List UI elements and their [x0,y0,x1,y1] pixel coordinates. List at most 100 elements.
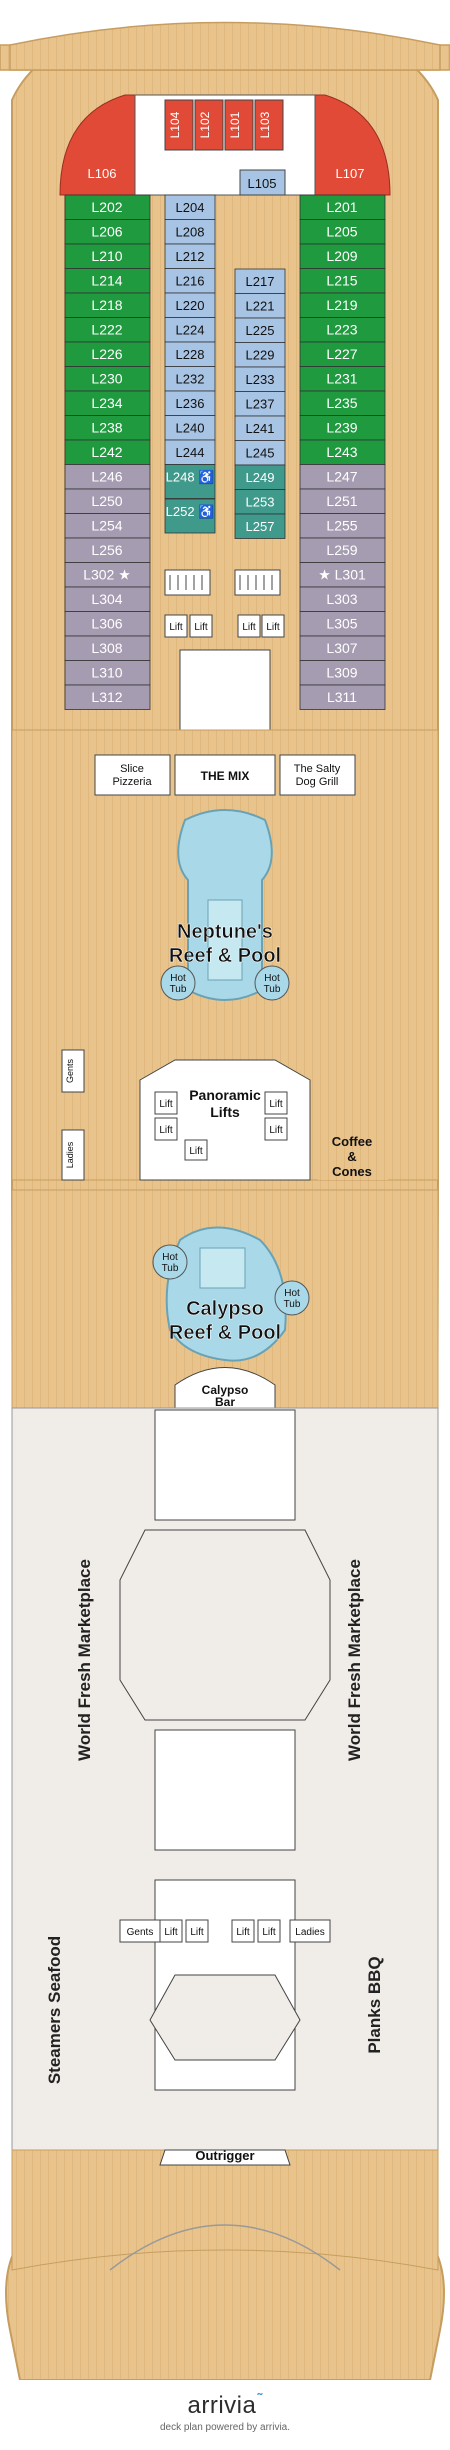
calypso-pool[interactable] [165,1226,287,1362]
lift-car[interactable] [185,1919,209,1943]
cabin-label: L232 [176,372,205,387]
cabin-inner_right-10[interactable] [234,513,286,539]
cabin-outer_right-0[interactable] [299,194,386,220]
cabin-outer_right-7[interactable] [299,366,386,392]
cabin-outer_left-11[interactable] [64,464,151,490]
cabin-outer_right-20[interactable] [299,684,386,710]
cabin-outer_left-4[interactable] [64,292,151,318]
lift-car[interactable] [189,614,213,638]
cabin-inner_right-3[interactable] [234,342,286,368]
cabin-inner_left-0[interactable] [164,194,216,220]
lift-car[interactable] [154,1091,178,1115]
hot-tub-label: Hot [264,973,280,984]
cabin-outer_left-14[interactable] [64,537,151,563]
cabin-outer_right-19[interactable] [299,660,386,686]
cabin-outer_left-18[interactable] [64,635,151,661]
cabin-inner_left-11[interactable] [164,464,216,499]
cabin-label: L224 [176,323,205,338]
lift-label: Lift [159,1099,173,1110]
lift-car[interactable] [154,1117,178,1141]
cabin-inner_right-9[interactable] [234,489,286,515]
cabin-outer_left-0[interactable] [64,194,151,220]
cabin-inner_left-7[interactable] [164,366,216,392]
cabin-outer_right-14[interactable] [299,537,386,563]
bow-top [9,21,441,71]
cabin-outer_left-1[interactable] [64,219,151,245]
cabin-outer_right-3[interactable] [299,268,386,294]
cabin-label: L252 ♿ [166,504,215,519]
lift-car[interactable] [164,614,188,638]
cabin-inner_left-5[interactable] [164,317,216,343]
cabin-inner_right-2[interactable] [234,317,286,343]
lift-car[interactable] [237,614,261,638]
cabin-outer_left-20[interactable] [64,684,151,710]
cabin-label: L302 ★ [83,567,131,583]
cabin-L105[interactable] [239,169,286,196]
cabin-outer_right-18[interactable] [299,635,386,661]
cabin-label-L102: L102 [198,111,212,138]
cabin-outer_left-12[interactable] [64,488,151,514]
hot-tub-right-2[interactable] [274,1280,310,1316]
steamers-seafood-label: Steamers Seafood [45,1936,64,2084]
cabin-outer_right-5[interactable] [299,317,386,343]
panoramic-lifts-label-2: Lifts [210,1104,240,1120]
brand-name: arrivia [187,2392,257,2419]
cabin-outer_right-1[interactable] [299,219,386,245]
lift-car[interactable] [264,1091,288,1115]
cabin-outer_left-6[interactable] [64,341,151,367]
cabin-outer_right-17[interactable] [299,611,386,637]
hot-tub-left-1[interactable] [160,965,196,1001]
slice-pizzeria-room [94,754,171,796]
cabin-L102[interactable] [194,99,224,151]
cabin-inner_left-10[interactable] [164,439,216,465]
cabin-outer_left-19[interactable] [64,660,151,686]
cabin-L101[interactable] [224,99,254,151]
cabin-outer_left-17[interactable] [64,611,151,637]
hot-tub-right-1[interactable] [254,965,290,1001]
cabin-outer_left-3[interactable] [64,268,151,294]
stern-arc [109,2224,341,2271]
cabin-inner_left-12[interactable] [164,498,216,534]
cabin-inner_right-5[interactable] [234,391,286,417]
cabin-inner_left-3[interactable] [164,268,216,294]
cabin-outer_left-7[interactable] [64,366,151,392]
cabin-outer_right-13[interactable] [299,513,386,539]
cabin-inner_left-4[interactable] [164,292,216,318]
lift-car[interactable] [264,1117,288,1141]
cabin-label: L311 [327,689,357,705]
cabin-inner_left-8[interactable] [164,390,216,416]
cabin-outer_right-11[interactable] [299,464,386,490]
cabin-outer_right-6[interactable] [299,341,386,367]
cabin-outer_left-13[interactable] [64,513,151,539]
cabin-L103[interactable] [254,99,284,151]
lift-car[interactable] [257,1919,281,1943]
cabin-label: L256 [91,542,122,558]
cabin-inner_left-6[interactable] [164,341,216,367]
cabin-outer_right-4[interactable] [299,292,386,318]
lift-car[interactable] [231,1919,255,1943]
cabin-outer_right-8[interactable] [299,390,386,416]
cabin-outer_right-10[interactable] [299,439,386,465]
cabin-L107[interactable] [314,94,391,196]
cabin-inner_left-9[interactable] [164,415,216,441]
cabin-inner_right-7[interactable] [234,440,286,466]
cabin-inner_right-4[interactable] [234,366,286,392]
cabin-outer_right-9[interactable] [299,415,386,441]
cabin-outer_left-9[interactable] [64,415,151,441]
cabin-outer_left-16[interactable] [64,586,151,612]
cabin-outer_left-5[interactable] [64,317,151,343]
cabin-inner_left-2[interactable] [164,243,216,269]
cabin-inner_right-8[interactable] [234,464,286,490]
coffee-cones-label-2: & [347,1149,356,1164]
cabin-outer_left-10[interactable] [64,439,151,465]
cabin-inner_left-1[interactable] [164,219,216,245]
lift-car[interactable] [184,1139,208,1161]
cabin-label: L305 [326,616,357,632]
lift-car[interactable] [261,614,285,638]
cabin-outer_left-8[interactable] [64,390,151,416]
cabin-outer_right-15[interactable] [299,562,386,588]
hot-tub-left-2[interactable] [152,1244,188,1280]
cabin-L106[interactable] [59,94,136,196]
cabin-L104[interactable] [164,99,194,151]
